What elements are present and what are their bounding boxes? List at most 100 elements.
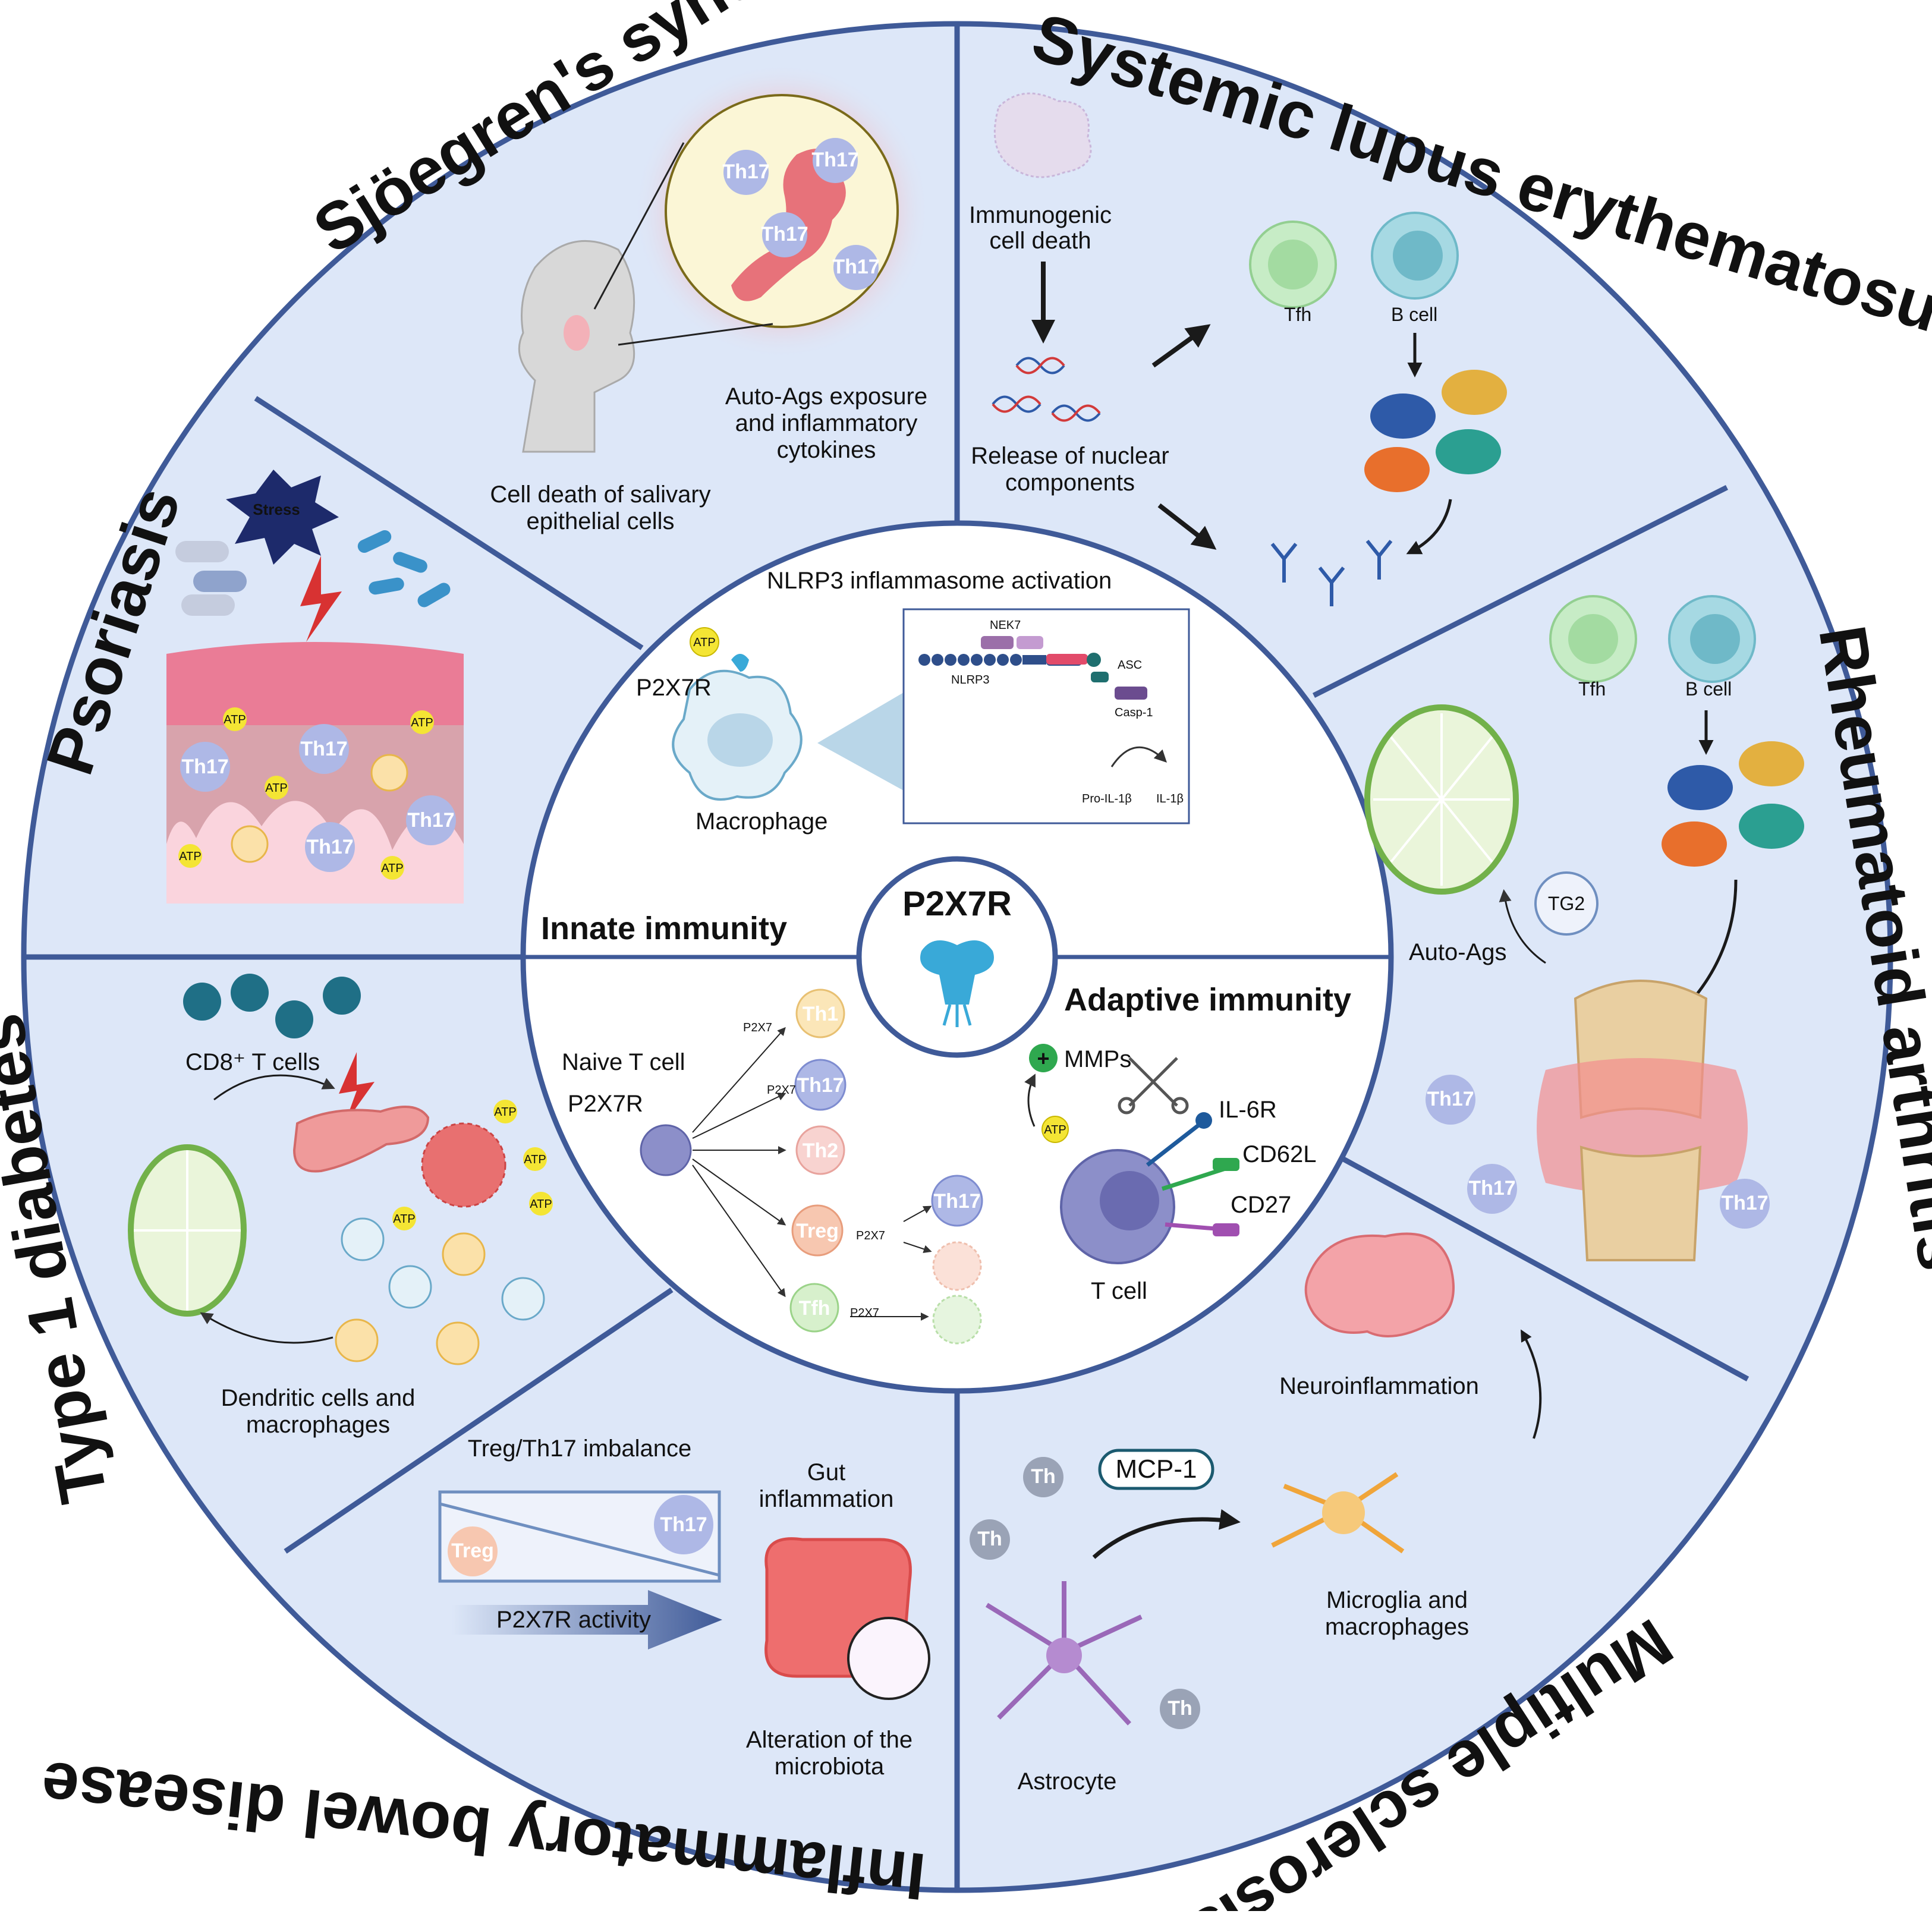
svg-text:Th17: Th17 (811, 149, 858, 171)
svg-text:Th17: Th17 (797, 1074, 844, 1097)
psoriasis-lightning-icon (300, 556, 342, 642)
svg-text:Th17: Th17 (660, 1513, 707, 1536)
pro-il1b-label: Pro-IL-1β (1082, 792, 1132, 805)
scissors-icon (1118, 1057, 1189, 1115)
activity-arrow (452, 1590, 722, 1649)
plus-glyph: + (1037, 1046, 1049, 1071)
t1d-lymph-node (128, 1144, 247, 1317)
ms-astrocyte: Astrocyte (1018, 1768, 1117, 1795)
svg-text:Th1: Th1 (803, 1003, 838, 1025)
svg-text:ATP: ATP (381, 862, 403, 875)
ibd-th17-cell: Th17 (654, 1495, 713, 1554)
svg-text:Th2: Th2 (803, 1139, 838, 1162)
t1d-arrow-bottom (200, 1312, 333, 1344)
svg-text:ATP: ATP (265, 782, 287, 795)
bacteria-icons (357, 530, 451, 607)
t1d-atp-icons: ATP ATP ATP ATP (392, 1100, 553, 1230)
naive-tcell (640, 1124, 692, 1176)
svg-text:Th17: Th17 (306, 836, 353, 858)
sle-antibodies (1270, 540, 1393, 606)
joint-icon (1537, 980, 1748, 1261)
ms-arrow-right (1092, 1509, 1241, 1559)
sle-icd-2: cell death (989, 228, 1091, 254)
microbiota-circle (847, 1617, 930, 1700)
svg-text:ATP: ATP (224, 713, 246, 726)
tfh-cell: Tfh (789, 1283, 839, 1333)
ibd-microbiota-2: microbiota (775, 1754, 885, 1780)
th17-cell: Th17 (794, 1059, 847, 1111)
svg-text:Th17: Th17 (1721, 1192, 1768, 1214)
innate-receptor-label: P2X7R (636, 675, 712, 701)
nek7-label: NEK7 (990, 619, 1021, 632)
innate-atp: ATP (693, 636, 715, 649)
callout-wedge (817, 692, 904, 791)
p2x7-label-1: P2X7 (743, 1021, 772, 1034)
nlrp3-panel (902, 608, 1190, 824)
macrophage-label: Macrophage (696, 808, 827, 835)
ibd-activity: P2X7R activity (496, 1607, 651, 1633)
ra-plasma-cells (1662, 741, 1804, 867)
sle-arrow-up (1151, 324, 1211, 368)
innate-heading: Innate immunity (541, 911, 787, 946)
adaptive-heading: Adaptive immunity (1064, 982, 1351, 1018)
surface-markers (1146, 1112, 1239, 1236)
treg-to-th17-arrows (850, 1205, 932, 1321)
ms-th-cells: Th Th Th (970, 1457, 1200, 1729)
center-title: P2X7R (902, 884, 1012, 923)
svg-text:Th17: Th17 (300, 738, 347, 760)
t1d-dc-2: macrophages (246, 1412, 390, 1438)
cd8-cells (183, 974, 361, 1038)
astrocyte-body (1046, 1638, 1082, 1673)
sjogren-celldeath-1: Cell death of salivary (490, 481, 710, 508)
svg-text:Th17: Th17 (407, 809, 454, 832)
tg2-circle (1534, 871, 1599, 936)
t1d-cd8: CD8⁺ T cells (185, 1049, 320, 1075)
sle-tfh-cell (1249, 221, 1337, 308)
sjogren-autoags-2: and inflammatory (735, 410, 918, 436)
dna-icons (992, 357, 1101, 422)
zoom-line-2 (618, 323, 773, 346)
ra-autoags: Auto-Ags (1409, 939, 1507, 965)
mmp-plus-icon (1029, 1044, 1058, 1072)
zoom-line-1 (593, 142, 685, 310)
sjogren-th17-cells: Th17 Th17 Th17 Th17 (722, 138, 880, 290)
imbalance-diagonal (439, 1502, 720, 1577)
ibd-microbiota-1: Alteration of the (746, 1727, 912, 1753)
svg-text:ATP: ATP (179, 850, 201, 863)
ra-arrow-to-joint (1686, 879, 1738, 1007)
ibd-imbalance: Treg/Th17 imbalance (468, 1436, 691, 1462)
sle-tfh-label: Tfh (1284, 304, 1311, 325)
ms-microglia-2: macrophages (1325, 1614, 1469, 1640)
dying-cell-icon (993, 92, 1092, 178)
p2x7-label-3: P2X7 (856, 1229, 885, 1242)
ms-arrow-up (1521, 1329, 1542, 1439)
psoriasis-dendritic-cells (231, 754, 408, 863)
nlrp3-label: NLRP3 (951, 673, 989, 687)
adaptive-receptor-label: P2X7R (568, 1091, 643, 1117)
svg-text:Th17: Th17 (722, 160, 769, 183)
brain-icon (1304, 1232, 1455, 1337)
sle-release-1: Release of nuclear (971, 443, 1169, 469)
mmps-label: MMPs (1064, 1046, 1131, 1072)
head-profile-icon (518, 240, 635, 453)
islet-icon (421, 1122, 506, 1208)
sle-arrow-to-antibodies (1406, 499, 1452, 555)
psoriasis-th17-cells: Th17 Th17 Th17 Th17 (180, 724, 456, 872)
sle-icd-1: Immunogenic (969, 202, 1112, 228)
th1-cell: Th1 (795, 989, 845, 1038)
t1d-dc-1: Dendritic cells and (221, 1385, 416, 1411)
tg2-label: TG2 (1548, 893, 1585, 914)
th17-cell-2: Th17 (931, 1175, 983, 1227)
casp1-label: Casp-1 (1115, 706, 1153, 719)
svg-text:Tfh: Tfh (799, 1297, 830, 1320)
svg-text:Treg: Treg (451, 1540, 494, 1562)
mcp1-label: MCP-1 (1116, 1455, 1197, 1484)
ra-bcell-label: B cell (1685, 678, 1732, 700)
svg-text:Th17: Th17 (761, 223, 808, 245)
receptor-icon (731, 654, 749, 672)
segment-dividers (24, 24, 1750, 1890)
il6r-label: IL-6R (1219, 1097, 1277, 1123)
il1b-label: IL-1β (1156, 792, 1184, 805)
svg-text:ATP: ATP (530, 1198, 552, 1211)
psoriasis-atp-icons: ATP ATP ATP ATP ATP (178, 707, 434, 880)
